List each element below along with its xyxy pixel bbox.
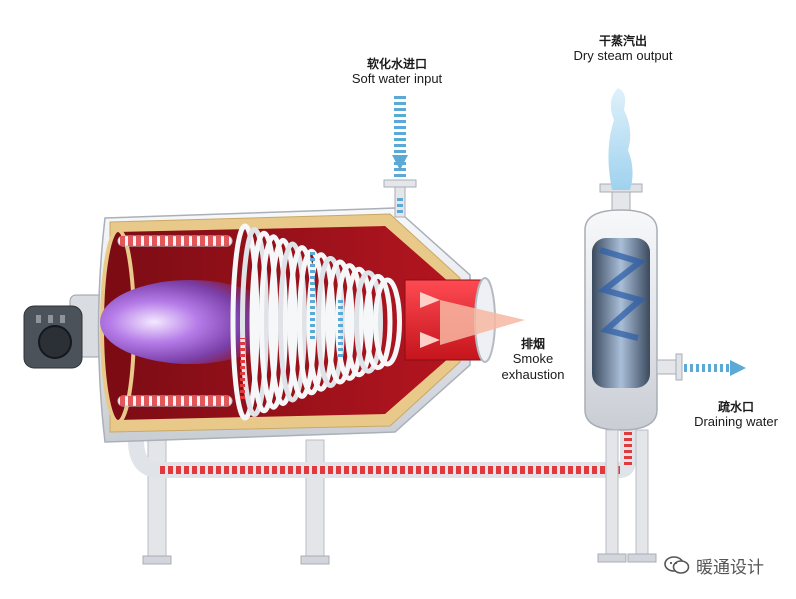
coil-ring [344,266,374,378]
label-smoke-en-1: Smoke [512,351,554,367]
coil-ring [268,237,298,407]
label-smoke: 排烟 Smoke exhaustion [488,337,578,383]
coil-ring [230,223,260,421]
watermark-text: 暖通设计 [696,557,764,578]
coil-ring [373,277,402,367]
coil-hot-marker [240,338,245,402]
label-soft-water-en: Soft water input [351,71,443,87]
coil-ring [335,263,364,381]
soft-water-inlet [383,95,417,218]
coil-ring [325,259,355,385]
coil-ring [363,273,393,371]
label-drain-en: Draining water [694,414,778,430]
steam-separator [584,183,746,563]
label-dry-steam: 干蒸汽出 Dry steam output [558,34,688,64]
coil-water-marker [310,250,315,340]
watermark: 暖通设计 [664,554,764,578]
return-pipe [128,430,636,478]
label-smoke-zh: 排烟 [520,337,545,351]
label-dry-steam-zh: 干蒸汽出 [598,34,647,48]
heating-coil [230,223,402,421]
steam-plume [608,88,633,190]
fire-tubes-bottom [117,395,233,407]
exhaust-duct [404,277,525,363]
coil-ring [354,270,383,374]
coil-water-marker [338,300,343,360]
label-soft-water-zh: 软化水进口 [366,57,427,71]
coil-ring [249,230,279,414]
burner [23,294,111,369]
boiler-legs [142,439,330,565]
wechat-icon [664,556,690,574]
label-dry-steam-en: Dry steam output [573,48,673,64]
smoke-arrow [440,300,525,345]
fire-tubes-top [117,235,233,247]
label-drain: 疏水口 Draining water [680,400,792,430]
label-drain-zh: 疏水口 [717,400,754,414]
label-soft-water: 软化水进口 Soft water input [332,57,462,87]
coil-ring [240,227,269,417]
coil-ring [306,252,336,392]
label-smoke-en-2: exhaustion [501,366,565,382]
coil-ring [278,241,307,403]
coil-ring [259,234,288,410]
